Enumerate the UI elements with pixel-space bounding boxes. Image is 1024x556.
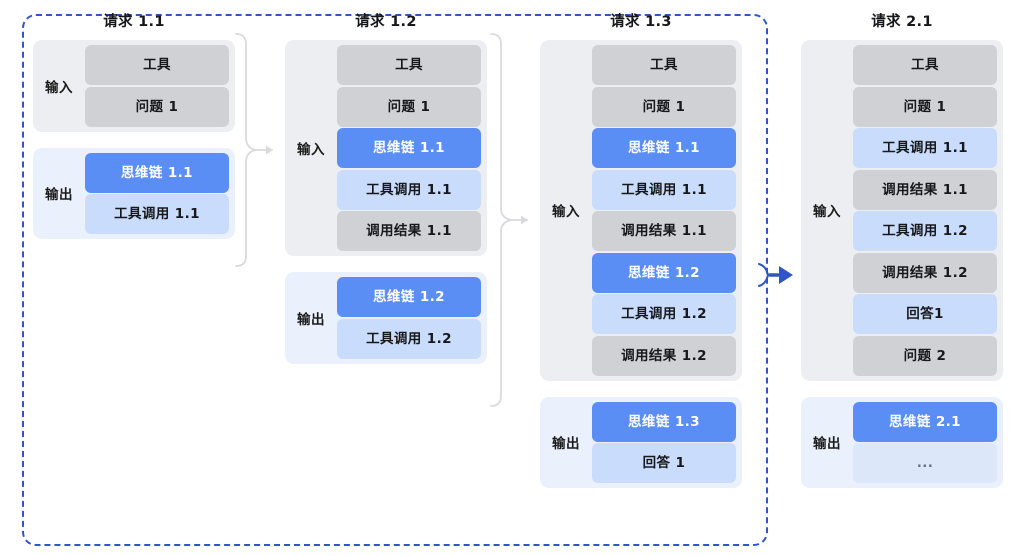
context-chip[interactable]: 工具调用 1.2 bbox=[853, 211, 997, 251]
context-chip[interactable]: 工具 bbox=[592, 45, 736, 85]
group-items: 思维链 2.1... bbox=[853, 401, 997, 483]
context-chip[interactable]: 回答1 bbox=[853, 294, 997, 334]
group-items: 工具问题 1 bbox=[85, 45, 229, 127]
context-chip[interactable]: 工具 bbox=[85, 45, 229, 85]
context-chip[interactable]: 工具调用 1.1 bbox=[337, 169, 481, 210]
context-chip[interactable]: 思维链 1.1 bbox=[592, 128, 736, 168]
context-chip[interactable]: 问题 1 bbox=[85, 86, 229, 127]
context-chip[interactable]: 工具 bbox=[853, 45, 997, 85]
context-chip[interactable]: 思维链 1.2 bbox=[592, 252, 736, 293]
context-chip[interactable]: 问题 2 bbox=[853, 335, 997, 376]
column-title: 请求 1.2 bbox=[355, 14, 417, 30]
input-group-label: 输入 bbox=[297, 142, 325, 158]
output-group-label: 输出 bbox=[45, 187, 73, 204]
context-chip[interactable]: 思维链 2.1 bbox=[853, 401, 997, 442]
context-chip[interactable]: ... bbox=[853, 443, 997, 483]
context-chip[interactable]: 问题 1 bbox=[337, 86, 481, 127]
context-chip[interactable]: 思维链 1.2 bbox=[337, 277, 481, 317]
context-chip[interactable]: 调用结果 1.2 bbox=[592, 335, 736, 376]
context-chip[interactable]: 工具调用 1.2 bbox=[337, 318, 481, 359]
output-group-label: 输出 bbox=[297, 311, 325, 328]
context-chip[interactable]: 工具调用 1.2 bbox=[592, 294, 736, 334]
input-group-label: 输入 bbox=[813, 204, 841, 221]
context-chip[interactable]: 调用结果 1.1 bbox=[853, 169, 997, 210]
input-group-label: 输入 bbox=[552, 204, 580, 221]
output-group: 输出思维链 2.1... bbox=[801, 396, 1003, 488]
context-chip[interactable]: 思维链 1.3 bbox=[592, 401, 736, 442]
context-chip[interactable]: 工具调用 1.1 bbox=[853, 128, 997, 168]
column-title: 请求 1.1 bbox=[103, 14, 165, 30]
input-group: 输入工具问题 1 bbox=[33, 40, 235, 132]
context-chip[interactable]: 问题 1 bbox=[592, 86, 736, 127]
context-chip[interactable]: 工具 bbox=[337, 45, 481, 85]
input-group-label: 输入 bbox=[45, 79, 73, 96]
output-group-label: 输出 bbox=[552, 436, 580, 453]
context-chip[interactable]: 工具调用 1.1 bbox=[85, 194, 229, 234]
column-title: 请求 2.1 bbox=[871, 14, 933, 30]
context-chip[interactable]: 工具调用 1.1 bbox=[592, 169, 736, 210]
column-title: 请求 1.3 bbox=[610, 14, 672, 30]
context-chip[interactable]: 回答 1 bbox=[592, 443, 736, 483]
output-group-label: 输出 bbox=[813, 436, 841, 453]
context-chip[interactable]: 调用结果 1.1 bbox=[592, 211, 736, 251]
context-chip[interactable]: 调用结果 1.2 bbox=[853, 252, 997, 293]
context-chip[interactable]: 问题 1 bbox=[853, 86, 997, 127]
context-chip[interactable]: 调用结果 1.1 bbox=[337, 211, 481, 251]
context-chip[interactable]: 思维链 1.1 bbox=[337, 128, 481, 168]
context-chip[interactable]: 思维链 1.1 bbox=[85, 152, 229, 193]
